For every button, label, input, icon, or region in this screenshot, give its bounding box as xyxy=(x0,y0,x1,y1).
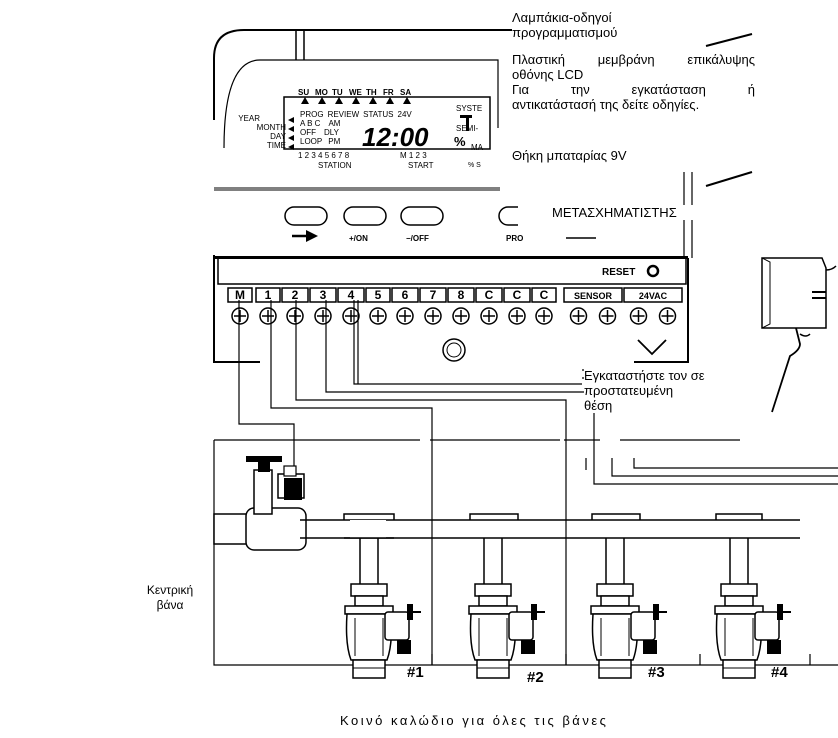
plus-on-button[interactable] xyxy=(343,206,387,226)
terminal-label-sensor: SENSOR xyxy=(574,291,613,301)
reset-label: RESET xyxy=(602,267,635,278)
lcd-right-partial-1: SYSTE xyxy=(456,104,482,113)
lcd-percent: % xyxy=(454,134,466,149)
terminal-6-label-box xyxy=(391,287,419,303)
lcd-right-partial-4: % S xyxy=(468,162,481,169)
terminal-label-2: 2 xyxy=(292,288,299,302)
terminal-5-label-box xyxy=(365,287,391,303)
valve-label-4: #4 xyxy=(771,664,788,681)
valve-2-icon xyxy=(468,583,546,679)
mount-hole-icon xyxy=(442,338,466,362)
lcd-start-numbers: M 1 2 3 xyxy=(400,151,427,160)
main-valve-icon xyxy=(246,456,305,515)
left-indicator-arrows xyxy=(288,117,294,150)
terminal-label-4: 4 xyxy=(348,288,355,302)
lcd-start-label: START xyxy=(408,161,434,170)
prog-button[interactable] xyxy=(498,206,518,226)
terminal-3-label-box xyxy=(309,287,337,303)
terminal-12-label-box xyxy=(563,287,623,303)
lcd-station-label: STATION xyxy=(318,161,352,170)
valve-label-1: #1 xyxy=(407,664,424,681)
day-indicator-arrows xyxy=(301,97,411,104)
terminal-label-c: C xyxy=(513,288,522,302)
main-pipe xyxy=(213,507,800,584)
callout-transformer: ΜΕΤΑΣΧΗΜΑΤΙΣΤΗΣ xyxy=(552,205,722,220)
plus-on-label: +/ON xyxy=(349,234,368,243)
right-arrow-icon xyxy=(292,230,318,242)
lcd-right-partial-3: MA xyxy=(471,143,484,152)
lcd-day-th: TH xyxy=(366,88,377,97)
terminal-11-label-box xyxy=(531,287,557,303)
terminal-label-1: 1 xyxy=(265,288,272,302)
terminal-label-c: C xyxy=(540,288,549,302)
terminal-label-c: C xyxy=(485,288,494,302)
valve-label-3: #3 xyxy=(648,664,665,681)
lcd-year: YEAR xyxy=(238,114,260,123)
lcd-day-sa: SA xyxy=(400,88,411,97)
terminal-label-8: 8 xyxy=(458,288,465,302)
minus-off-button[interactable] xyxy=(400,206,444,226)
transformer-plug-icon xyxy=(761,257,837,413)
lcd-station-numbers: 1 2 3 4 5 6 7 8 xyxy=(298,151,350,160)
wires xyxy=(213,300,838,666)
callout-battery: Θήκη μπαταρίας 9V xyxy=(512,148,712,163)
arrow-button[interactable] xyxy=(284,206,328,226)
valve-label-2: #2 xyxy=(527,669,544,686)
lcd-day-mo: MO xyxy=(315,88,328,97)
terminal-10-label-box xyxy=(503,287,531,303)
lcd-right-partial-2: SEMI- xyxy=(456,124,479,133)
chevron-down-icon xyxy=(637,339,667,356)
lcd-clock: 12:00 xyxy=(362,122,429,152)
terminal-7-label-box xyxy=(419,287,447,303)
lcd-time: TIME xyxy=(267,141,286,150)
lcd-month: MONTH xyxy=(257,123,287,132)
terminal-1-label-box xyxy=(255,287,281,303)
callout-lcd-membrane: Πλαστική μεμβράνη επικάλυψης οθόνης LCD … xyxy=(512,52,755,112)
terminal-label-7: 7 xyxy=(430,288,437,302)
reset-button-icon[interactable] xyxy=(646,264,660,278)
terminal-label-5: 5 xyxy=(375,288,382,302)
controller-housing xyxy=(213,29,689,363)
minus-off-label: −/OFF xyxy=(406,234,429,243)
terminal-label-24vac: 24VAC xyxy=(639,291,668,301)
terminal-label-m: M xyxy=(235,288,245,302)
terminal-label-3: 3 xyxy=(320,288,327,302)
lcd-day: DAY xyxy=(270,132,287,141)
terminal-block xyxy=(214,256,688,325)
terminal-label-6: 6 xyxy=(402,288,409,302)
svg-text:YEAR: YEAR xyxy=(238,114,260,123)
terminal-0-label-box xyxy=(227,287,253,303)
lcd-day-we: WE xyxy=(349,88,363,97)
terminal-2-label-box xyxy=(281,287,309,303)
lcd-day-fr: FR xyxy=(383,88,394,97)
lcd-day-su: SU xyxy=(298,88,309,97)
callout-programming-leds: Λαμπάκια-οδηγοί προγραμματισμού xyxy=(512,10,712,40)
terminal-9-label-box xyxy=(475,287,503,303)
callout-main-valve: Κεντρική βάνα xyxy=(132,583,208,613)
lcd-display xyxy=(283,96,491,150)
callout-protected-location: Εγκαταστήστε τον σε προστατευμένη θέση xyxy=(584,368,764,413)
terminal-4-label-box xyxy=(337,287,365,303)
callout-common-wire: Κοινό καλώδιο για όλες τις βάνες xyxy=(340,713,720,728)
terminal-13-label-box xyxy=(623,287,683,303)
prog-label: PRO xyxy=(506,234,523,243)
terminal-8-label-box xyxy=(447,287,475,303)
lcd-day-tu: TU xyxy=(332,88,343,97)
programming-buttons xyxy=(284,206,518,242)
